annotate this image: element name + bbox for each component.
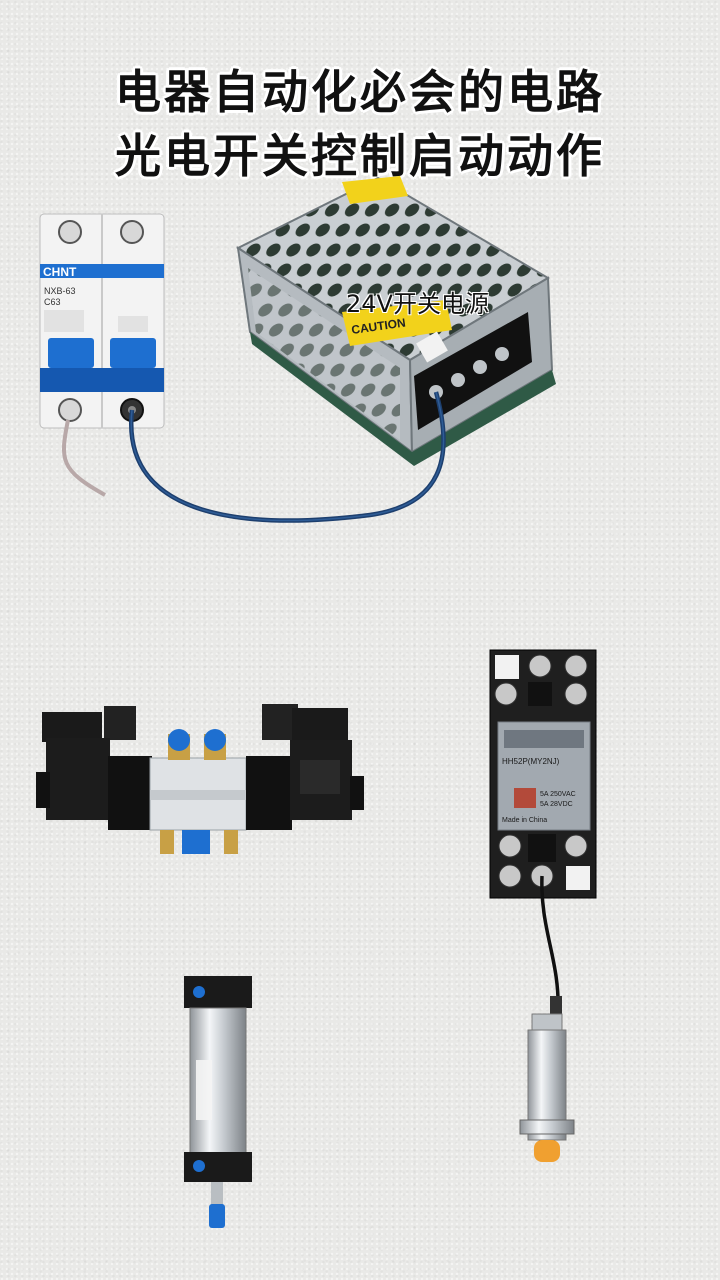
breaker-rating: C63	[44, 297, 61, 307]
page-title-line1: 电器自动化必会的电路	[115, 65, 605, 119]
relay-model: HH52P(MY2NJ)	[502, 757, 560, 766]
solenoid-valve[interactable]	[36, 704, 364, 854]
proximity-sensor[interactable]	[519, 996, 575, 1162]
relay-spec2: 5A 28VDC	[540, 801, 573, 808]
relay-made: Made in China	[502, 817, 547, 824]
breaker-model: NXB-63	[44, 286, 76, 296]
caution-label-top	[342, 176, 408, 204]
caution-label	[342, 300, 452, 346]
psu-terminal-3	[473, 360, 487, 374]
power-supply-24v[interactable]: CAUTION	[235, 176, 556, 466]
breaker-toggle-right[interactable]	[110, 338, 156, 368]
psu-terminal-4	[495, 347, 509, 361]
breaker-toggle-left[interactable]	[48, 338, 94, 368]
sensor-head	[534, 1140, 560, 1162]
cylinder-rod-fitting	[209, 1204, 225, 1228]
power-supply-label: 24V开关电源	[346, 290, 489, 318]
relay-with-socket[interactable]: HH52P(MY2NJ) 5A 250VAC 5A 28VDC Made in …	[489, 649, 597, 899]
breaker-brand: CHNT	[43, 265, 77, 279]
page-title-line2: 光电开关控制启动动作	[115, 129, 605, 183]
pneumatic-cylinder[interactable]	[184, 976, 252, 1228]
psu-terminal-2	[451, 373, 465, 387]
breaker-terminal-left	[58, 398, 82, 422]
circuit-breaker[interactable]: CHNT NXB-63 C63	[39, 213, 165, 497]
wire-relay-to-sensor[interactable]	[540, 875, 560, 1013]
relay-spec1: 5A 250VAC	[540, 791, 576, 798]
